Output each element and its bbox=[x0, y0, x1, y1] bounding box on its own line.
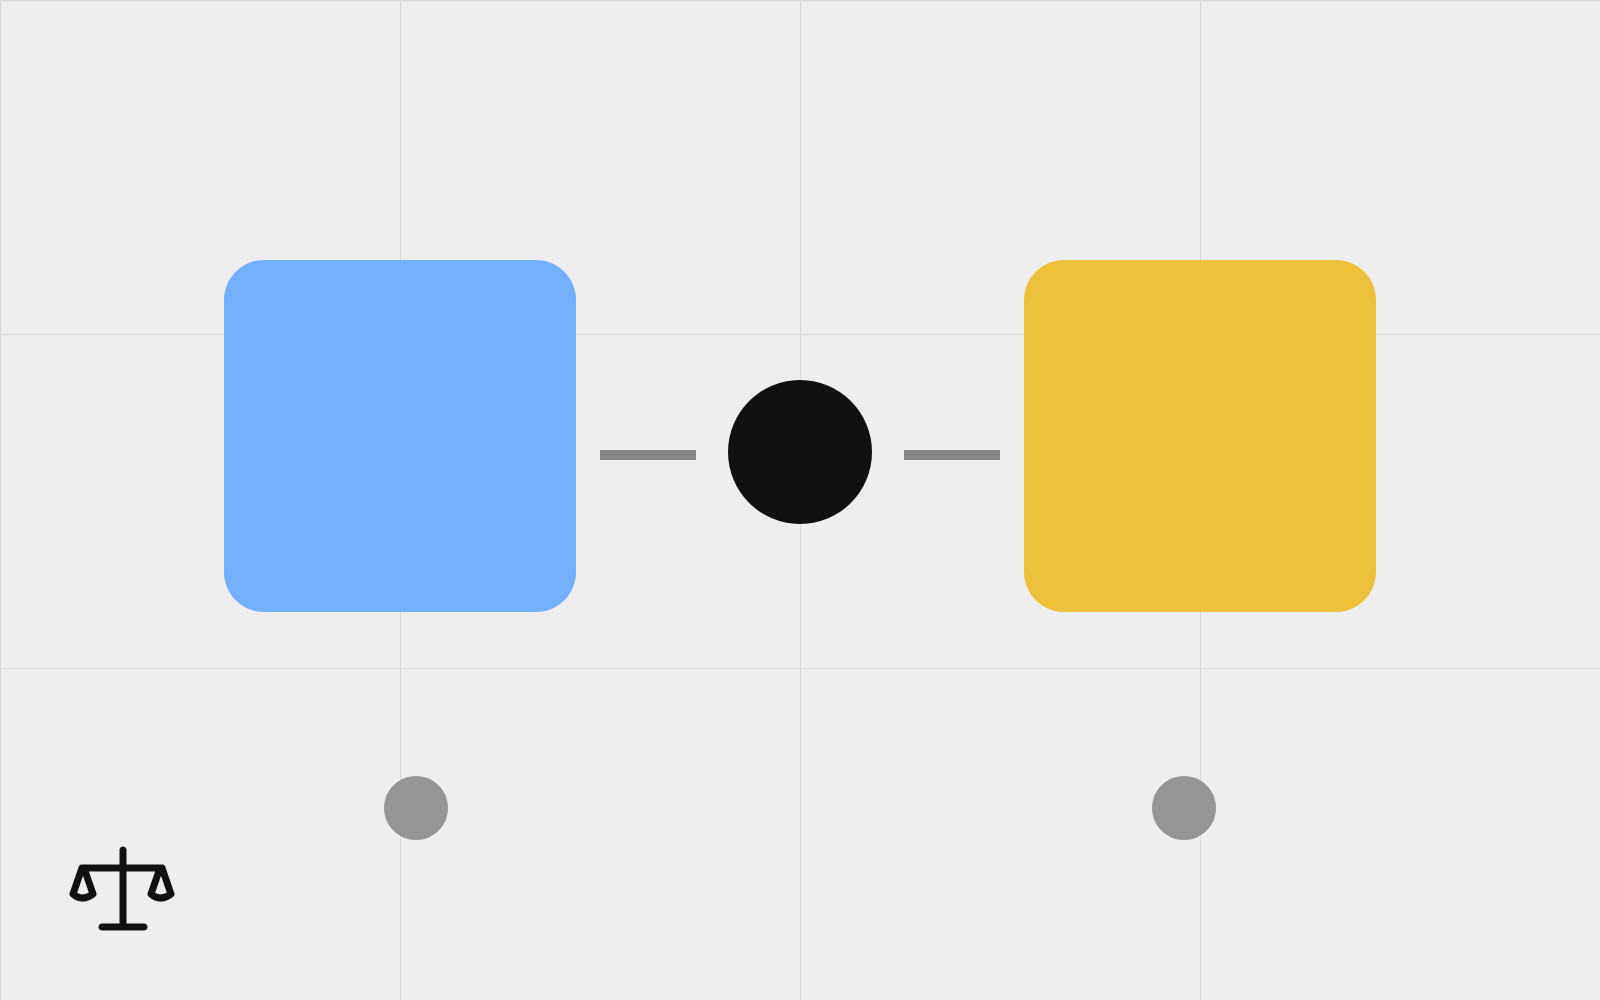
right-marker[interactable] bbox=[1152, 776, 1216, 840]
right-yellow-block[interactable] bbox=[1024, 260, 1376, 612]
grid-line-vertical-1 bbox=[0, 0, 1, 1000]
right-connector bbox=[904, 450, 1000, 460]
grid-line-horizontal-3 bbox=[0, 668, 1600, 669]
scales-icon-left-pan bbox=[69, 864, 97, 902]
left-connector bbox=[600, 450, 696, 460]
center-pivot[interactable] bbox=[728, 380, 872, 524]
scales-icon-shape bbox=[69, 846, 175, 931]
grid-line-horizontal-1 bbox=[0, 0, 1600, 1]
left-marker[interactable] bbox=[384, 776, 448, 840]
scales-icon-right-pan bbox=[147, 864, 175, 902]
grid-line-horizontal-2 bbox=[0, 334, 1600, 335]
left-blue-block[interactable] bbox=[224, 260, 576, 612]
scales-icon[interactable] bbox=[66, 844, 182, 934]
